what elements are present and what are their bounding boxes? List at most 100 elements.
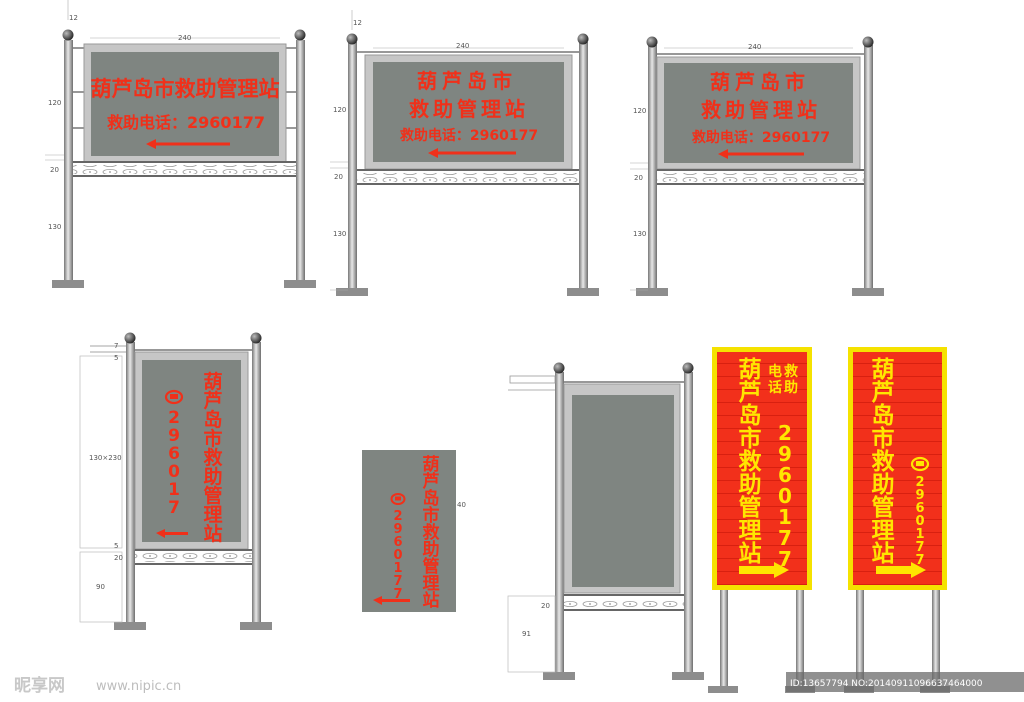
dim-label: 120 — [48, 99, 61, 107]
name-char: 市 — [423, 505, 440, 526]
arrow-left-icon — [718, 149, 804, 159]
pole-ball — [294, 29, 306, 41]
pole-base — [852, 288, 884, 296]
phone-digit: 7 — [393, 587, 402, 602]
pole — [864, 45, 873, 290]
pole — [126, 342, 135, 624]
sign-1-phone: 救助电话：2960177 — [107, 113, 265, 132]
name-char: 救 — [739, 448, 762, 475]
name-char: 站 — [872, 541, 895, 567]
pole — [720, 588, 728, 688]
ornament-strip — [657, 173, 864, 182]
sign-panel — [91, 52, 279, 156]
dim-label: 90 — [96, 583, 105, 591]
ornament-strip — [73, 165, 296, 174]
pole-base — [708, 686, 738, 693]
name-char: 理 — [203, 504, 222, 526]
sign-2: 葫芦岛市 救助管理站 救助电话：2960177 240 12 120 20 13… — [330, 10, 599, 296]
watermark-id: ID:13657794 NO:20140911096637464000 — [790, 679, 983, 689]
dim-label: 20 — [541, 602, 550, 610]
ornament-strip — [135, 553, 252, 562]
pole-base — [284, 280, 316, 288]
dim-label: 7 — [114, 342, 118, 350]
dim-label: 5 — [114, 542, 118, 550]
dim-label: 20 — [50, 166, 59, 174]
phone-digit: 7 — [915, 553, 924, 568]
pole-ball — [862, 36, 874, 48]
ornament-strip — [564, 599, 684, 608]
name-char: 救 — [423, 522, 440, 543]
sign-panel — [664, 63, 853, 163]
name-char: 葫 — [739, 357, 762, 383]
phone-digit: 2 — [393, 509, 402, 524]
watermark-url: www.nipic.cn — [96, 679, 181, 694]
pole-ball — [553, 362, 565, 374]
phone-digit: 7 — [778, 526, 792, 550]
pole-ball — [124, 332, 136, 344]
sign-panel — [853, 352, 942, 585]
name-char: 助 — [739, 471, 762, 498]
sign-2-line1: 葫芦岛市 — [417, 69, 517, 93]
sign-3-phone: 救助电话：2960177 — [692, 129, 830, 146]
sign-3: 葫芦岛市 救助管理站 救助电话：2960177 240 120 20 130 — [630, 36, 884, 296]
phone-digit: 1 — [168, 480, 180, 500]
phone-digit: 7 — [915, 540, 924, 555]
pole-base — [336, 288, 368, 296]
name-char: 救 — [872, 448, 895, 475]
phone-digit: 1 — [915, 527, 924, 542]
phone-digit: 6 — [393, 535, 402, 550]
phone-icon — [164, 389, 184, 405]
arrow-left-icon — [428, 148, 516, 158]
name-char: 管 — [739, 494, 762, 521]
pole-base — [52, 280, 84, 288]
pole — [348, 42, 357, 290]
pole-base — [672, 672, 704, 680]
sign-4-phone-column: 2 9 6 0 1 7 — [168, 408, 180, 518]
dim-label: 91 — [522, 630, 531, 638]
phone-digit: 7 — [778, 547, 792, 571]
arrow-right-icon — [876, 562, 926, 578]
name-char: 管 — [872, 494, 895, 521]
pole-base — [636, 288, 668, 296]
phone-digit: 1 — [778, 505, 792, 529]
sign-2-line2: 救助管理站 — [409, 97, 529, 121]
name-char: 站 — [423, 590, 440, 611]
pole-base — [240, 622, 272, 630]
dim-label: 130 — [633, 230, 646, 238]
sign-panel — [362, 450, 456, 612]
name-char: 岛 — [423, 488, 440, 509]
sign-panel — [572, 395, 674, 587]
sign-4: 葫 芦 岛 市 救 助 管 理 站 2 9 6 0 1 7 7 5 1 — [79, 332, 272, 630]
pole — [932, 588, 940, 688]
watermark-logo: 昵享网 — [14, 675, 65, 696]
dim-label: 5 — [114, 354, 118, 362]
phone-digit: 9 — [168, 426, 180, 446]
phone-digit: 0 — [168, 462, 180, 482]
arrow-right-icon — [739, 562, 789, 578]
name-char: 市 — [739, 425, 762, 452]
phone-digit: 6 — [168, 444, 180, 464]
dim-label: 20 — [334, 173, 343, 181]
dim-width: 240 — [456, 42, 469, 50]
label-char: 救 — [784, 363, 799, 380]
name-char: 站 — [739, 541, 762, 567]
watermark-id-bar — [786, 672, 1024, 692]
name-char: 管 — [203, 484, 222, 507]
sign-5-phone-column: 2 9 6 0 1 7 7 — [393, 509, 402, 602]
pole — [648, 45, 657, 290]
sign-panel — [373, 62, 564, 162]
dim-width: 240 — [748, 43, 761, 51]
dim-label: 130×230 — [89, 454, 122, 462]
name-char: 救 — [203, 446, 222, 469]
ornament-strip — [357, 173, 579, 182]
phone-digit: 0 — [393, 548, 402, 563]
phone-digit: 2 — [915, 475, 924, 490]
name-char: 葫 — [423, 455, 440, 475]
name-char: 葫 — [872, 357, 895, 383]
dim-label: 20 — [634, 174, 643, 182]
phone-digit: 2 — [168, 408, 180, 428]
pole-base — [114, 622, 146, 630]
pole — [252, 342, 261, 624]
name-char: 岛 — [203, 408, 222, 431]
